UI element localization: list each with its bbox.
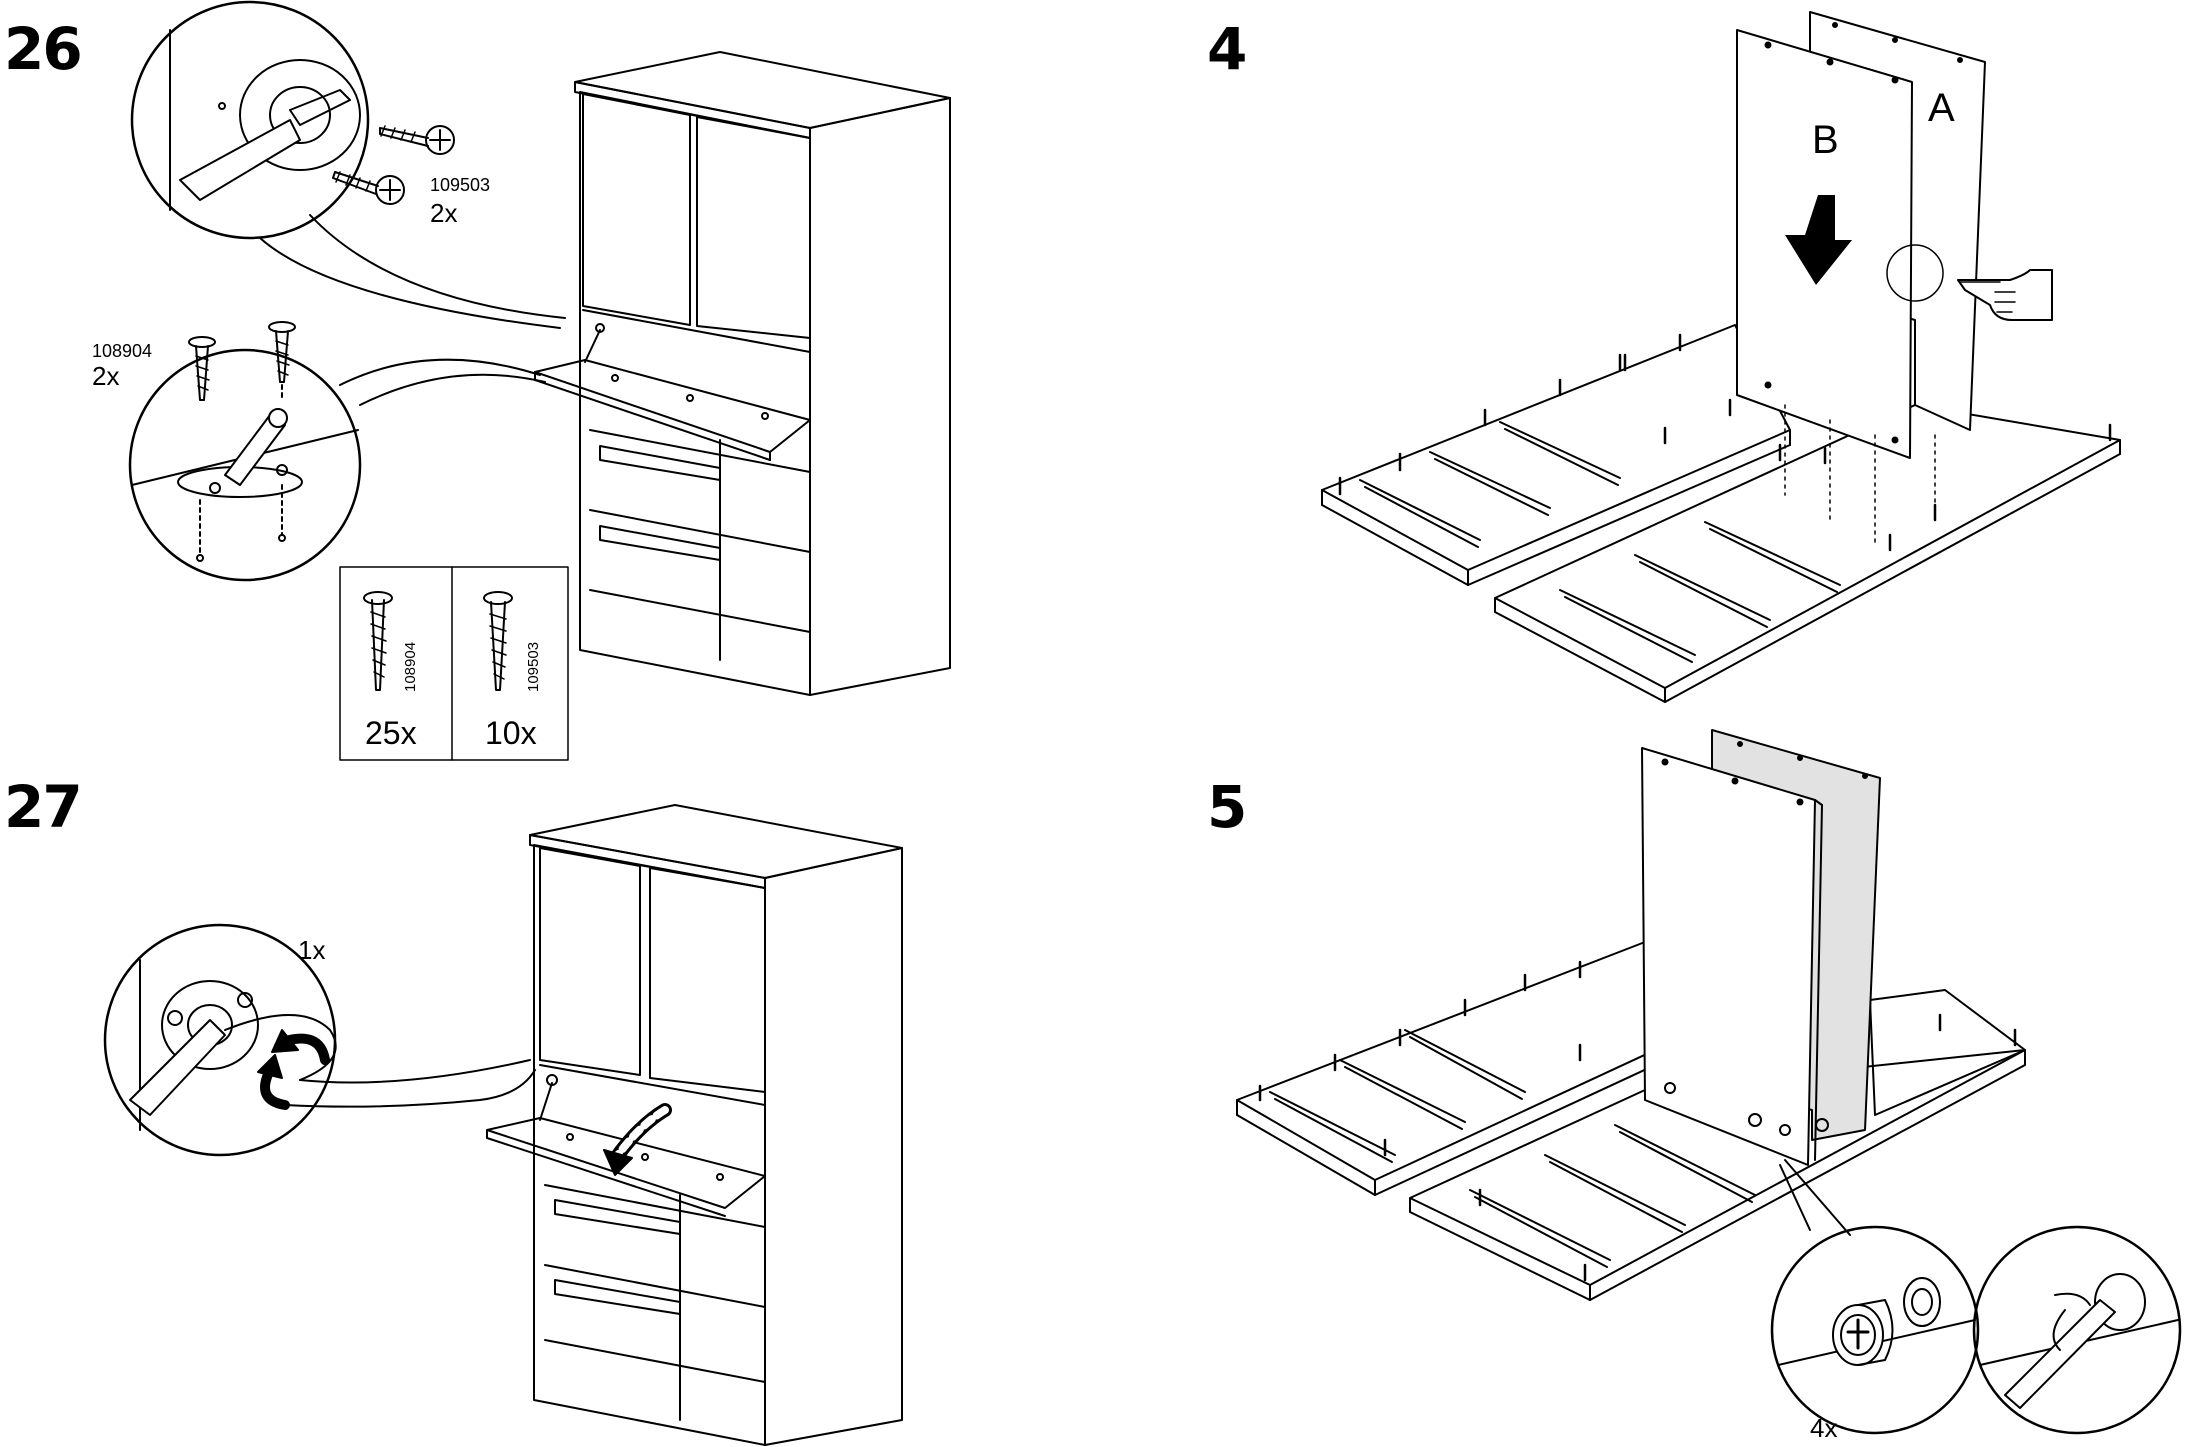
step-number-26: 26 xyxy=(4,15,83,83)
step27-illustration xyxy=(103,804,903,1446)
parts-box-label-108904: 108904 xyxy=(402,641,419,692)
quantity-cam-5: 4x xyxy=(1810,1413,1838,1443)
quantity-upper-screws: 2x xyxy=(430,198,458,228)
down-arrow-icon xyxy=(1785,195,1852,285)
step4-illustration xyxy=(1321,11,2121,703)
dowels-4 xyxy=(1338,333,2112,552)
screw-icon xyxy=(332,171,405,205)
base-panel-left-4 xyxy=(1321,324,1791,586)
parts-box-count-109503: 10x xyxy=(485,715,537,751)
detail-circle-cam-5 xyxy=(1770,1225,1980,1435)
step5-illustration xyxy=(1236,729,2182,1435)
parts-box xyxy=(339,566,569,761)
part-number-109503: 109503 xyxy=(430,175,491,195)
screw-icon xyxy=(268,321,296,383)
screw-109503-icon xyxy=(483,591,513,691)
quantity-lower-screws: 2x xyxy=(92,361,120,391)
screw-108904-icon xyxy=(363,591,393,691)
side-panel-front-5 xyxy=(1641,747,1829,1166)
step-number-5: 5 xyxy=(1207,773,1247,841)
detail-circle-27 xyxy=(103,923,536,1157)
wardrobe-27 xyxy=(486,804,903,1446)
step-number-27: 27 xyxy=(4,773,83,841)
base-panel-right-4 xyxy=(1494,404,2121,703)
quantity-cam-27: 1x xyxy=(298,935,326,965)
part-number-108904: 108904 xyxy=(92,341,153,361)
parts-box-label-109503: 109503 xyxy=(525,641,542,692)
step26-illustration xyxy=(128,0,951,761)
screw-icon xyxy=(188,336,216,401)
step-number-4: 4 xyxy=(1207,15,1247,83)
rotate-arrow-icon xyxy=(603,1103,672,1176)
detail-circle-lower-26 xyxy=(128,321,546,582)
parts-box-count-108904: 25x xyxy=(365,715,417,751)
detail-circle-screwdriver-5 xyxy=(1972,1225,2182,1435)
panel-label-a: A xyxy=(1928,86,1955,130)
panel-label-b: B xyxy=(1812,118,1839,162)
dowels-5 xyxy=(1258,960,2017,1282)
detail-circle-upper-26 xyxy=(130,0,566,329)
screw-icon xyxy=(379,125,455,155)
wardrobe-26 xyxy=(534,51,951,696)
pointing-hand-icon xyxy=(1886,244,2053,321)
side-panel-b xyxy=(1736,29,1936,546)
cam-lock-icon xyxy=(1832,1299,1894,1366)
